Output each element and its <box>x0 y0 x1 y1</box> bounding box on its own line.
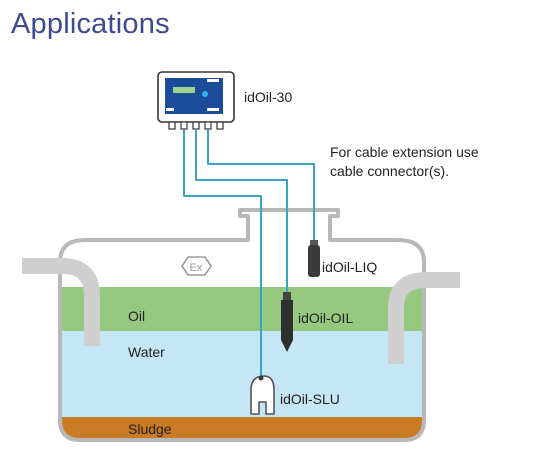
sensor-liq <box>308 240 320 277</box>
sensor-slu-label: idOil-SLU <box>280 391 340 407</box>
controller-unit <box>157 71 235 130</box>
oil-layer-label: Oil <box>128 308 145 324</box>
svg-text:Ex: Ex <box>190 262 203 274</box>
tank-contents <box>60 287 424 440</box>
oil-layer <box>60 287 424 331</box>
inlet-pipe <box>22 258 100 346</box>
cable-liq <box>207 130 315 242</box>
connector-port <box>168 121 176 130</box>
controller-led <box>202 91 208 97</box>
sensor-liq-label: idOil-LIQ <box>322 259 377 275</box>
sensor-oil <box>281 292 293 352</box>
cable-slu <box>183 130 262 376</box>
explosion-proof-ex-icon: Ex <box>181 256 212 276</box>
outlet-pipe <box>388 272 460 364</box>
connector-port <box>204 121 212 130</box>
cable-note-line2: cable connector(s). <box>330 163 449 179</box>
sludge-layer-label: Sludge <box>128 421 172 437</box>
sludge-layer <box>60 417 424 440</box>
sensor-slu <box>250 375 275 415</box>
tank-outline <box>58 208 426 442</box>
connector-port <box>216 121 224 130</box>
sensor-cables <box>183 130 315 376</box>
connector-port <box>180 121 188 130</box>
cable-note-line1: For cable extension use <box>330 144 479 160</box>
cable-oil <box>195 130 288 294</box>
water-layer-label: Water <box>128 344 165 360</box>
controller-display <box>173 87 195 93</box>
connector-port <box>192 121 200 130</box>
water-layer <box>60 331 424 417</box>
controller-label: idOil-30 <box>244 89 292 105</box>
page-title: Applications <box>11 8 170 40</box>
sensor-oil-label: idOil-OIL <box>298 310 353 326</box>
